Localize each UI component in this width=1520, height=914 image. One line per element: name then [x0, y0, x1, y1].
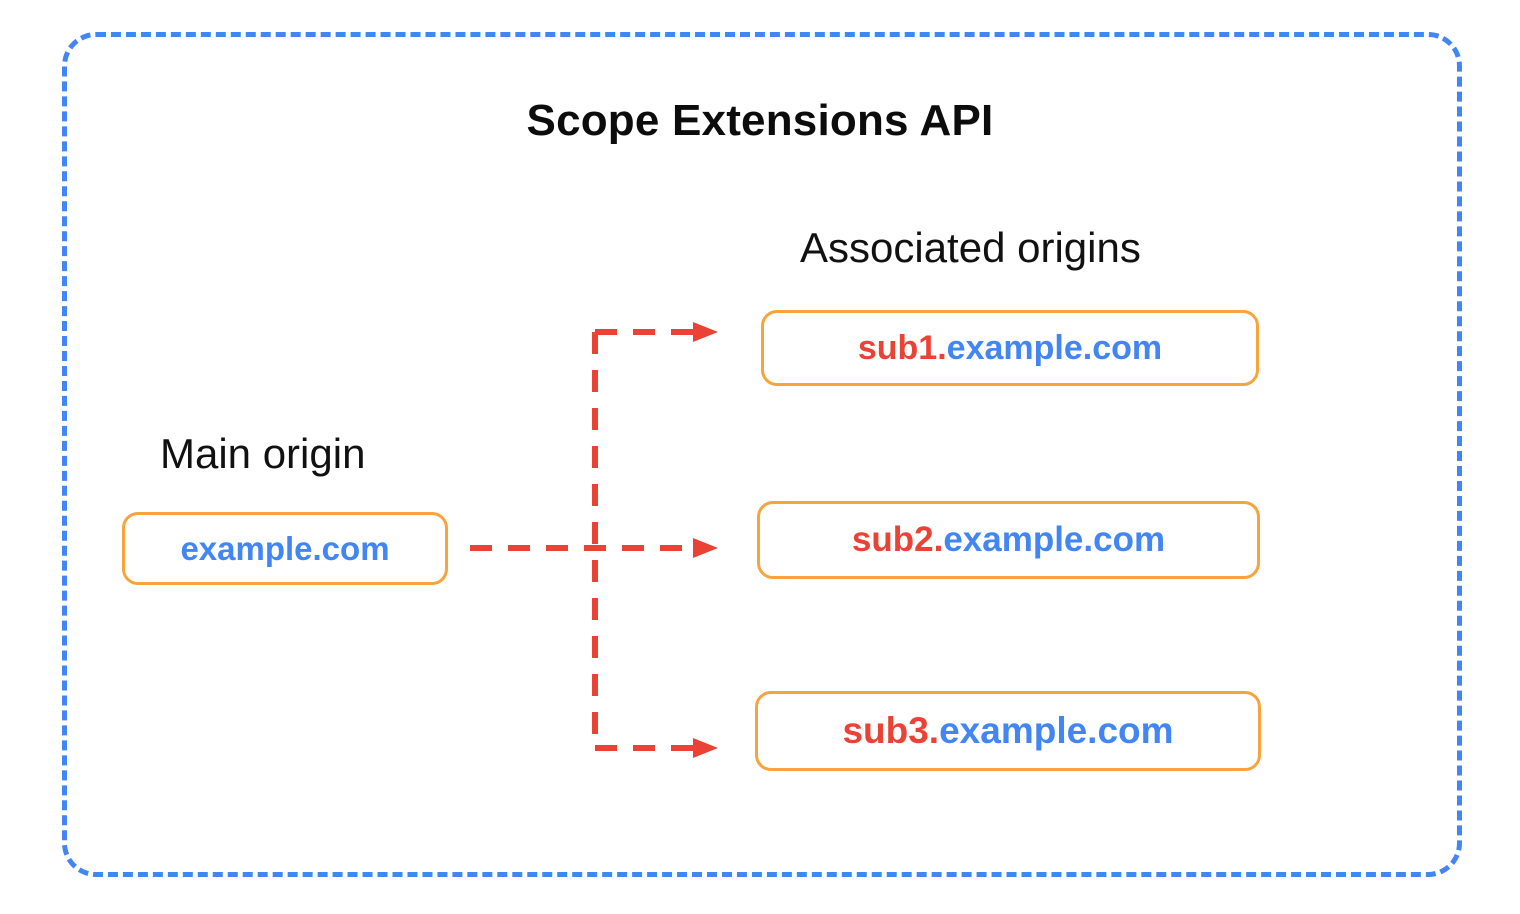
origin-chip-main[interactable]: example.com	[122, 512, 448, 585]
origin-subdomain-text: sub2.	[851, 520, 944, 559]
origin-chip-sub2[interactable]: sub2.example.com	[757, 501, 1260, 579]
main-origin-label: Main origin	[160, 430, 366, 477]
origin-subdomain-text: sub1.	[857, 328, 947, 367]
origin-domain-text: example.com	[943, 520, 1166, 559]
associated-origins-label: Associated origins	[800, 224, 1141, 271]
origin-subdomain-text: sub3.	[842, 710, 940, 751]
origin-domain-text: example.com	[939, 710, 1174, 751]
page-title: Scope Extensions API	[526, 96, 994, 145]
scope-extensions-boundary	[62, 32, 1462, 877]
origin-domain-text: example.com	[946, 328, 1163, 367]
origin-chip-sub3[interactable]: sub3.example.com	[755, 691, 1261, 771]
origin-chip-sub1[interactable]: sub1.example.com	[761, 310, 1259, 386]
origin-domain-text: example.com	[180, 529, 390, 567]
